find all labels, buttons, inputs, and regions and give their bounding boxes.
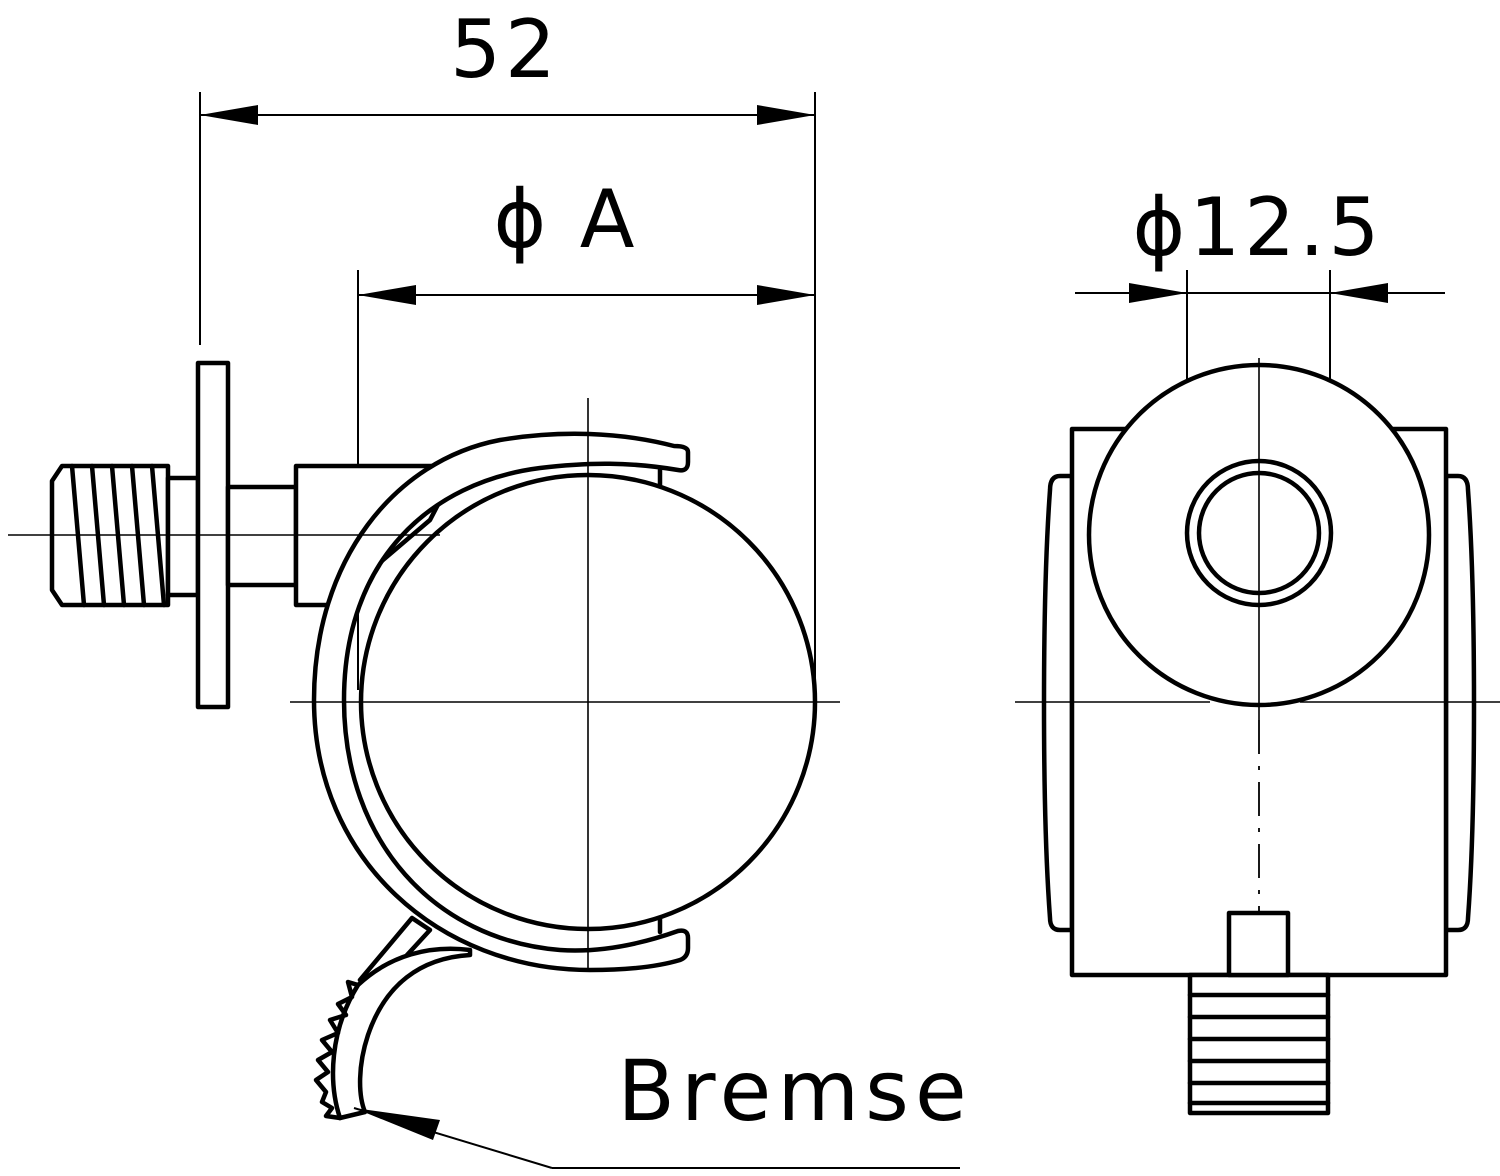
dimension-overall-width-text: 52 — [450, 3, 560, 96]
brake-pedal-teeth — [313, 979, 361, 1121]
arrowhead-right — [1330, 283, 1388, 303]
arrowhead-left — [200, 105, 258, 125]
side-cover-left — [1041, 473, 1075, 933]
brake-lever — [313, 915, 473, 1121]
brake-label: Bremse — [617, 1042, 972, 1140]
brake-leader — [353, 1107, 960, 1169]
arrowhead-right — [757, 105, 815, 125]
side-view: 52 ϕ A — [8, 3, 972, 1169]
dimension-wheel-diameter-text: ϕ A — [494, 173, 639, 266]
front-view: ϕ12.5 — [1015, 181, 1500, 1116]
dimension-bore-diameter: ϕ12.5 — [1075, 181, 1445, 512]
side-cover-right — [1443, 473, 1477, 933]
bottom-threaded-stem — [1187, 910, 1331, 1116]
stem-neck — [225, 484, 299, 588]
dimension-overall-width: 52 — [199, 3, 816, 690]
wheel-fork — [311, 431, 691, 973]
arrowhead-right — [757, 285, 815, 305]
threaded-stem — [49, 463, 201, 608]
arrowhead-left — [358, 285, 416, 305]
leader-arrowhead — [354, 1108, 440, 1140]
dimension-bore-diameter-text: ϕ12.5 — [1133, 181, 1384, 274]
dimension-wheel-diameter: ϕ A — [357, 173, 815, 690]
arrowhead-left — [1129, 283, 1187, 303]
